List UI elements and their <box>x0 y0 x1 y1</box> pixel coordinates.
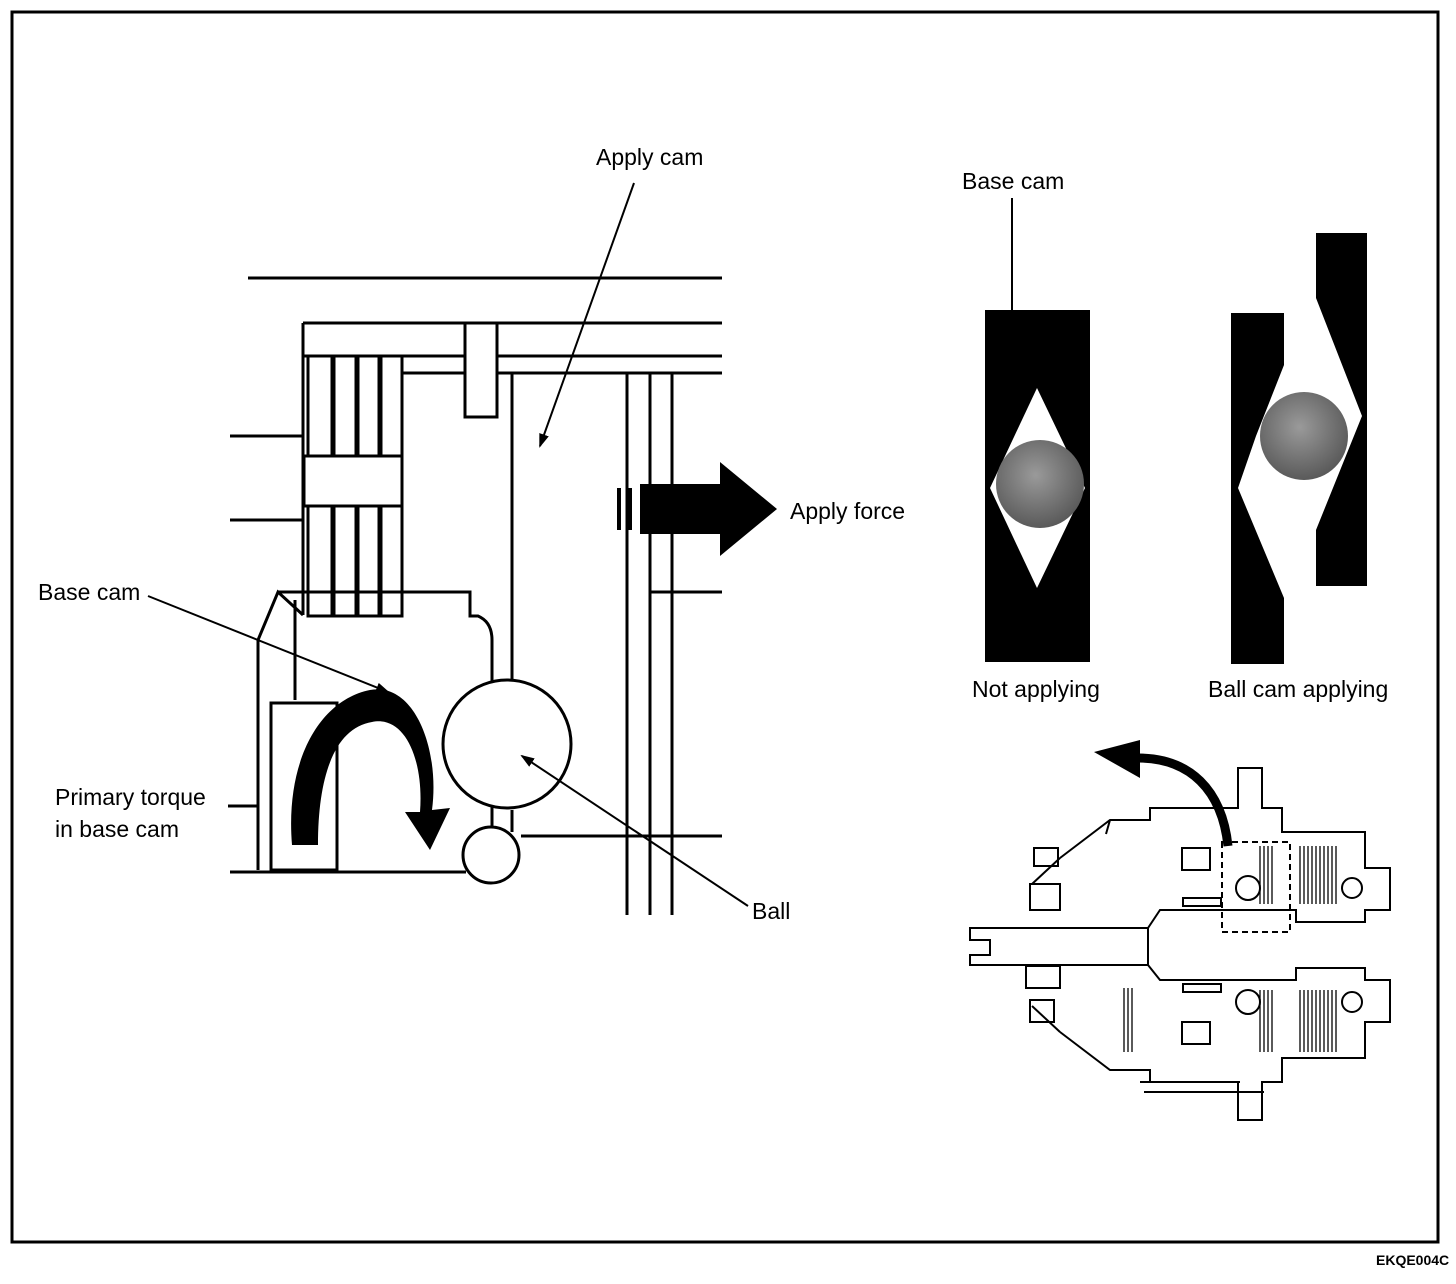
figure-code: EKQE004C <box>1376 1252 1449 1268</box>
apply-force-arrow-icon <box>617 462 777 556</box>
torque-curved-arrow-icon <box>291 689 450 850</box>
ball-cam-applying-cam <box>1231 233 1367 664</box>
clutch-plate-stacks <box>1123 846 1337 1052</box>
label-apply-cam: Apply cam <box>596 144 703 170</box>
label-apply-force: Apply force <box>790 498 905 524</box>
label-ball-cam-applying: Ball cam applying <box>1208 676 1388 702</box>
label-base-cam-right: Base cam <box>962 168 1064 194</box>
label-ball: Ball <box>752 898 790 924</box>
not-applying-cam <box>985 198 1090 662</box>
label-primary-torque-line2: in base cam <box>55 816 179 842</box>
zoom-curved-arrow-icon <box>1094 740 1233 847</box>
label-base-cam-left: Base cam <box>38 579 140 605</box>
leader-base-cam-left <box>147 595 390 693</box>
assembly-cross-section <box>969 767 1391 1121</box>
label-not-applying: Not applying <box>972 676 1100 702</box>
small-ball <box>461 825 521 885</box>
figure-frame <box>10 10 1440 1244</box>
label-primary-torque-line1: Primary torque <box>55 784 206 810</box>
leader-apply-cam <box>539 182 635 448</box>
large-ball <box>441 678 573 810</box>
leader-ball <box>520 754 749 907</box>
